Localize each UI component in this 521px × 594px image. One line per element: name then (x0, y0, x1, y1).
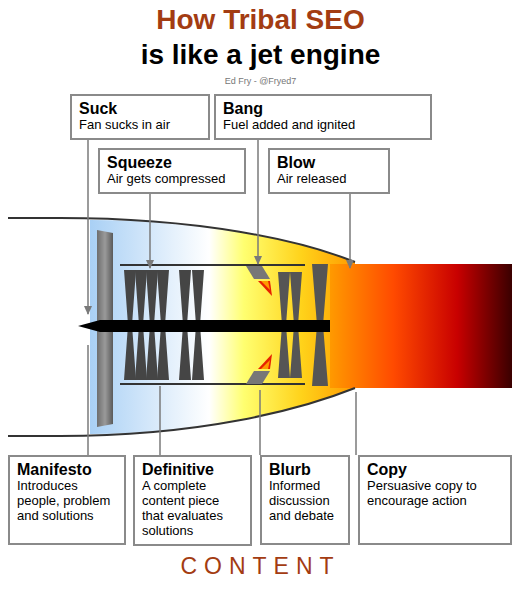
label-box: BlurbInformed discussion and debate (260, 455, 350, 545)
box-description: Fan sucks in air (79, 118, 201, 133)
label-box: BlowAir released (268, 148, 390, 194)
box-heading: Definitive (142, 460, 243, 479)
label-box: SqueezeAir gets compressed (98, 148, 246, 194)
label-box: DefinitiveA complete content piece that … (133, 455, 252, 546)
box-heading: Copy (367, 460, 503, 479)
box-description: Fuel added and ignited (223, 118, 423, 133)
box-description: Air gets compressed (107, 172, 237, 187)
footer-label: CONTENT (0, 553, 521, 580)
box-description: A complete content piece that evaluates … (142, 479, 243, 539)
box-heading: Squeeze (107, 153, 237, 172)
box-heading: Blurb (269, 460, 341, 479)
box-heading: Manifesto (17, 460, 117, 479)
label-box: SuckFan sucks in air (70, 94, 210, 140)
label-box: BangFuel added and ignited (214, 94, 432, 140)
box-description: Introduces people, problem and solutions (17, 479, 117, 524)
subtitle: is like a jet engine (0, 39, 521, 71)
label-box: CopyPersuasive copy to encourage action (358, 455, 512, 545)
author-credit: Ed Fry - @Fryed7 (0, 76, 521, 86)
title: How Tribal SEO (0, 4, 521, 36)
box-description: Air released (277, 172, 381, 187)
box-heading: Bang (223, 99, 423, 118)
box-description: Persuasive copy to encourage action (367, 479, 503, 509)
label-box: ManifestoIntroduces people, problem and … (8, 455, 126, 545)
box-heading: Blow (277, 153, 381, 172)
box-heading: Suck (79, 99, 201, 118)
box-description: Informed discussion and debate (269, 479, 341, 524)
